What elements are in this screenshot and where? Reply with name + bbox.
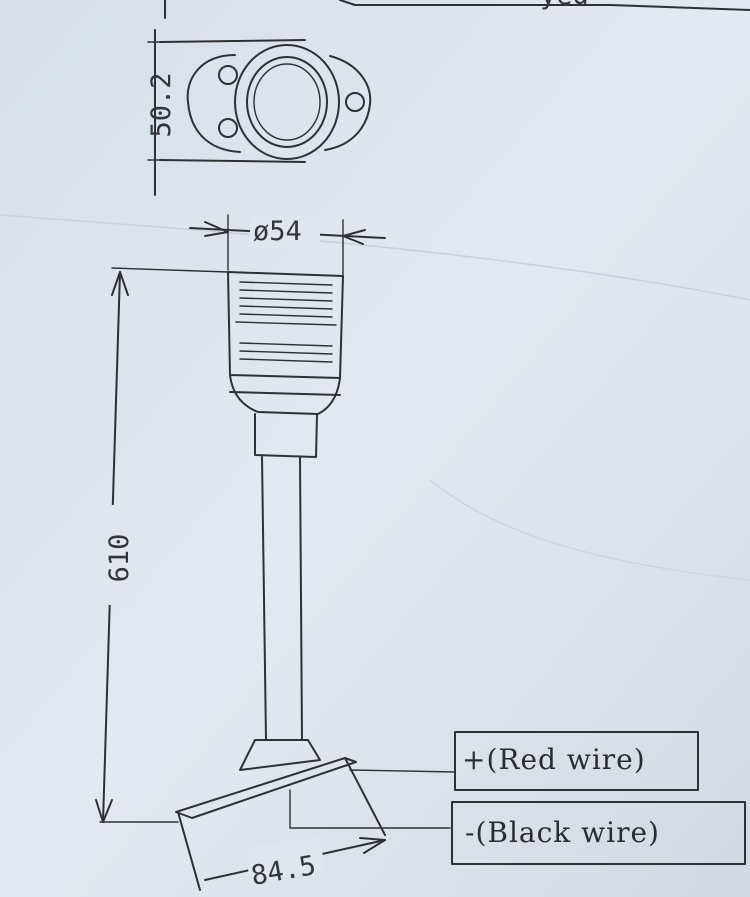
positive-wire-box	[454, 731, 699, 791]
wire-callouts: +(Red wire) -(Black wire)	[349, 731, 746, 865]
diameter-dimension: ø54	[189, 214, 386, 276]
mount-top-view: 50.2	[146, 29, 372, 196]
top-frame: yed	[164, 0, 750, 19]
mount-height-dimension: 50.2	[146, 72, 177, 137]
height-dimension: 610	[95, 267, 229, 823]
paper-fold	[0, 214, 750, 301]
top-caption-fragment: yed	[540, 0, 589, 11]
negative-wire-label: -(Black wire)	[465, 816, 660, 849]
paper-fold	[429, 479, 750, 581]
lamp-side-view	[175, 271, 451, 891]
positive-wire-label: +(Red wire)	[462, 743, 646, 776]
total-height-label: 610	[104, 534, 135, 583]
negative-wire-box	[451, 801, 746, 865]
lamp-diameter-label: ø54	[253, 216, 302, 247]
